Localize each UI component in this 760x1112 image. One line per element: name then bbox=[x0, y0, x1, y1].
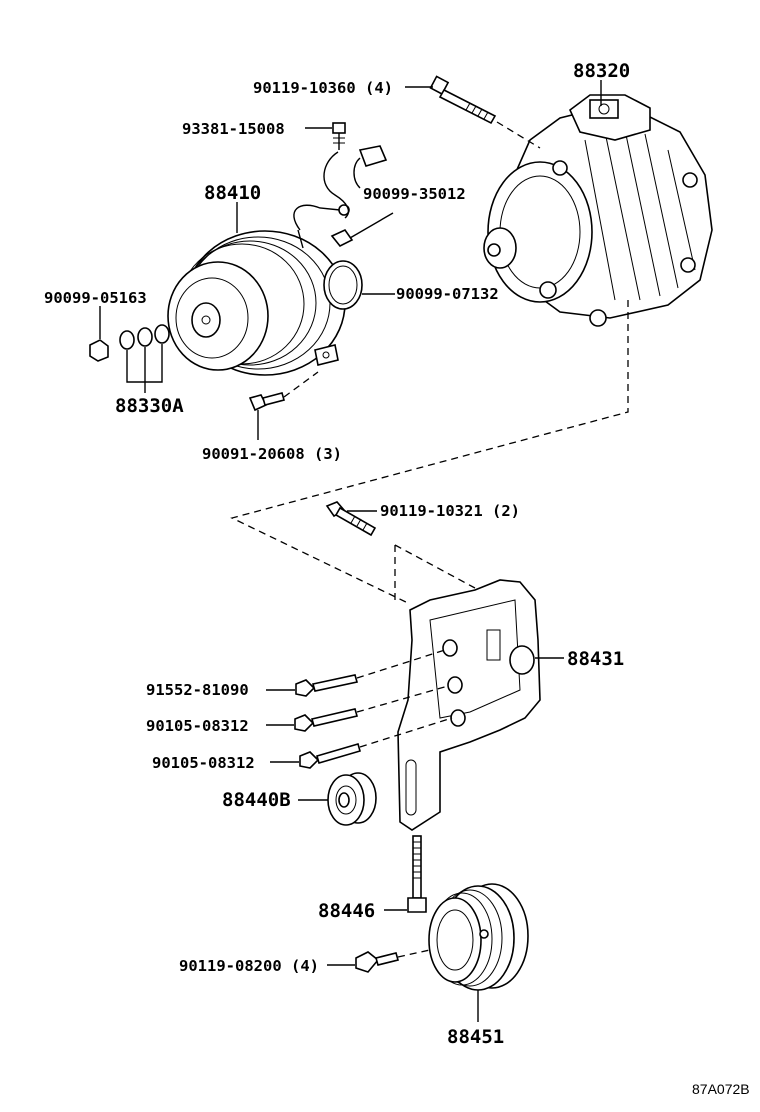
label-93381-15008: 93381-15008 bbox=[182, 120, 285, 138]
sensor-connector-drawing bbox=[323, 145, 388, 248]
compressor-drawing bbox=[483, 94, 713, 327]
bolt-90119-08200-drawing bbox=[355, 951, 399, 973]
bolt-90105-08312-a-drawing bbox=[294, 708, 359, 732]
label-88431: 88431 bbox=[567, 648, 624, 670]
bracket-88431-drawing bbox=[397, 579, 541, 831]
stud-93381-15008-drawing bbox=[332, 122, 346, 150]
label-90099-05163: 90099-05163 bbox=[44, 289, 147, 307]
label-90119-10360: 90119-10360 (4) bbox=[253, 79, 393, 97]
label-88330A: 88330A bbox=[115, 395, 184, 417]
label-88451: 88451 bbox=[447, 1026, 504, 1048]
label-88410: 88410 bbox=[204, 182, 261, 204]
bolt-90119-10360-drawing bbox=[429, 75, 497, 125]
label-90105-08312-b: 90105-08312 bbox=[152, 754, 255, 772]
nut-90099-05163-drawing bbox=[89, 339, 109, 362]
label-90105-08312-a: 90105-08312 bbox=[146, 717, 249, 735]
clutch-drawing bbox=[167, 204, 350, 376]
label-90119-10321: 90119-10321 (2) bbox=[380, 502, 520, 520]
label-88440B: 88440B bbox=[222, 789, 291, 811]
label-88446: 88446 bbox=[318, 900, 375, 922]
shims-88330A-drawing bbox=[119, 324, 170, 393]
bolt-90105-08312-b-drawing bbox=[299, 743, 361, 769]
bolt-91552-81090-drawing bbox=[295, 674, 359, 697]
label-90091-20608: 90091-20608 (3) bbox=[202, 445, 342, 463]
label-91552-81090: 91552-81090 bbox=[146, 681, 249, 699]
stud-88446-drawing bbox=[407, 835, 427, 913]
bolt-90119-10321-drawing bbox=[325, 501, 377, 537]
idler-pulley-88440B-drawing bbox=[327, 772, 377, 826]
label-90099-07132: 90099-07132 bbox=[396, 285, 499, 303]
bolt-90091-20608-drawing bbox=[248, 392, 285, 412]
label-88320: 88320 bbox=[573, 60, 630, 82]
label-90119-08200: 90119-08200 (4) bbox=[179, 957, 319, 975]
drawing-code: 87A072B bbox=[692, 1081, 750, 1097]
snap-ring-drawing bbox=[323, 260, 363, 310]
label-90099-35012: 90099-35012 bbox=[363, 185, 466, 203]
pulley-88451-drawing bbox=[428, 883, 529, 991]
